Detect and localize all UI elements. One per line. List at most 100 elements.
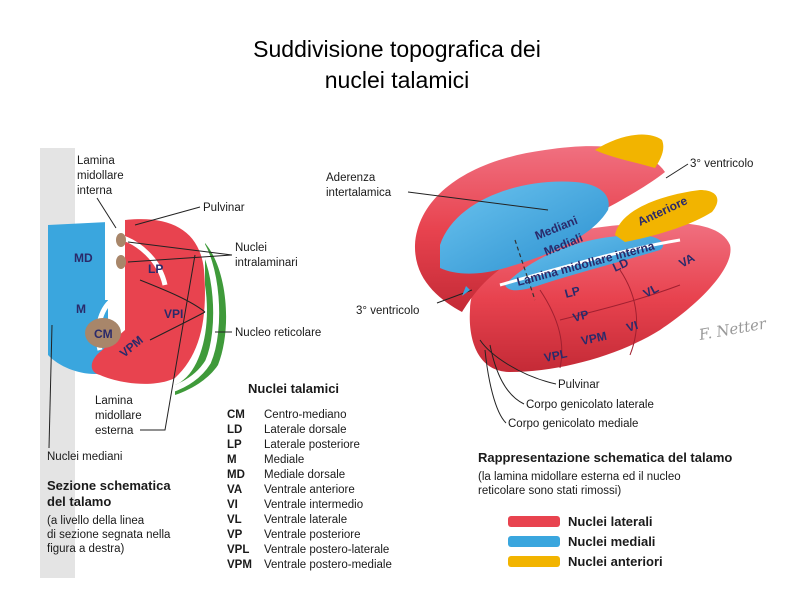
table-desc: Mediale [264,454,304,466]
label-corpo-mediale: Corpo genicolato mediale [508,418,638,430]
schema-caption-text-2: reticolare sono stati rimossi) [478,485,621,497]
leader-lamina-esterna [140,254,196,431]
table-abbr: CM [227,409,245,421]
leader-nuclei-mediani [48,324,53,449]
legend-swatch [508,556,560,567]
label-lamina-esterna-1: Lamina [95,395,133,407]
table-abbr: M [227,454,237,466]
medial-region [48,222,108,375]
table-abbr: VI [227,499,238,511]
region-ld: LD [610,255,631,275]
label-nucleo-reticolare: Nucleo reticolare [235,327,321,339]
schema-caption-text-1: (la lamina midollare esterna ed il nucle… [478,471,681,483]
table-abbr: VPM [227,559,252,571]
schema-caption-title: Rappresentazione schematica del talamo [478,450,732,465]
section-line [514,239,536,301]
region-borders [139,279,206,341]
legend-label: Nuclei mediali [568,534,655,549]
internal-lamina-3d [499,238,681,287]
table-abbr: VA [227,484,242,496]
table-desc: Laterale posteriore [264,439,360,451]
region-md: MD [74,251,93,265]
table-desc: Ventrale postero-laterale [264,544,389,556]
table-heading: Nuclei talamici [248,381,339,396]
lower-region-borders [539,269,681,369]
region-vp: VP [571,307,590,325]
legend-swatch [508,516,560,527]
table-abbr: LD [227,424,242,436]
table-desc: Ventrale postero-mediale [264,559,392,571]
region-vpl: VPL [543,346,569,365]
region-lp: LP [148,262,163,276]
label-lamina-interna-2: midollare [77,170,124,182]
label-corpo-laterale: Corpo genicolato laterale [526,399,654,411]
table-desc: Ventrale intermedio [264,499,363,511]
external-lamina [169,234,220,393]
label-ventricolo-mid: 3° ventricolo [356,305,419,317]
label-lamina-interna-1: Lamina [77,155,115,167]
arrow-ventricolo [462,286,470,296]
label-intralaminari-2: intralaminari [235,257,298,269]
region-vl: VL [641,281,661,301]
caption-title-1: Sezione schematica [47,478,171,493]
label-lamina-esterna-2: midollare [95,410,142,422]
caption-text-2: di sezione segnata nella [47,529,171,541]
table-abbr: VPL [227,544,249,556]
leader-lower-labels [479,339,557,424]
label-lamina-interna-3: interna [77,185,113,197]
schematic-section: MD LP M CM VPI VPM Lamina midollare inte… [40,148,321,578]
thalamus-lower-body [469,222,731,372]
region-lp-3d: LP [563,283,581,300]
region-vpm-3d: VPM [580,329,608,348]
region-cm: CM [94,327,113,341]
anterior-nucleus-lower [615,190,718,242]
table-abbr: VL [227,514,242,526]
title-line-2: nuclei talamici [324,67,470,93]
region-vpi: VPI [164,307,183,321]
lateral-region [91,219,205,384]
table-abbr: MD [227,469,245,481]
legend-swatch [508,536,560,547]
caption-title-2: del talamo [47,494,111,509]
netter-signature: F. Netter [697,314,769,344]
caption-text-3: figura a destra) [47,543,125,555]
anterior-nucleus-upper [595,134,664,168]
table-abbr: LP [227,439,242,451]
page-title: Suddivisione topografica dei nuclei tala… [0,34,794,96]
table-desc: Ventrale anteriore [264,484,355,496]
label-aderenza-2: intertalamica [326,187,392,199]
label-intralaminari-1: Nuclei [235,242,267,254]
table-desc: Laterale dorsale [264,424,346,436]
label-nuclei-mediani: Nuclei mediani [47,451,122,463]
leader-pulvinar-left [134,206,201,226]
label-pulvinar-left: Pulvinar [203,202,245,214]
legend-label: Nuclei laterali [568,514,653,529]
label-aderenza-1: Aderenza [326,172,376,184]
label-ventricolo-top: 3° ventricolo [690,158,753,170]
legend-label: Nuclei anteriori [568,554,663,569]
schema-caption: Rappresentazione schematica del talamo (… [478,450,732,497]
leader-aderenza [407,191,549,211]
leader-lamina-interna [96,197,117,229]
table-desc: Ventrale laterale [264,514,347,526]
caption-text-1: (a livello della linea [47,515,145,527]
thalamus-3d: Mediani Anteriore Mediali Lamina midolla… [326,134,769,430]
intralaminar-dot-2 [116,255,126,269]
label-pulvinar-right: Pulvinar [558,379,600,391]
region-m: M [76,302,86,316]
title-line-1: Suddivisione topografica dei [253,36,541,62]
leader-ventricolo-top [665,163,689,179]
table-desc: Centro-mediano [264,409,346,421]
table-abbr: VP [227,529,243,541]
table-desc: Mediale dorsale [264,469,345,481]
table-desc: Ventrale posteriore [264,529,361,541]
label-lamina-esterna-3: esterna [95,425,134,437]
cm-region [85,318,121,348]
medial-nucleus-upper [440,181,609,274]
leader-intralaminari [127,241,233,263]
region-vi: VI [625,318,640,335]
